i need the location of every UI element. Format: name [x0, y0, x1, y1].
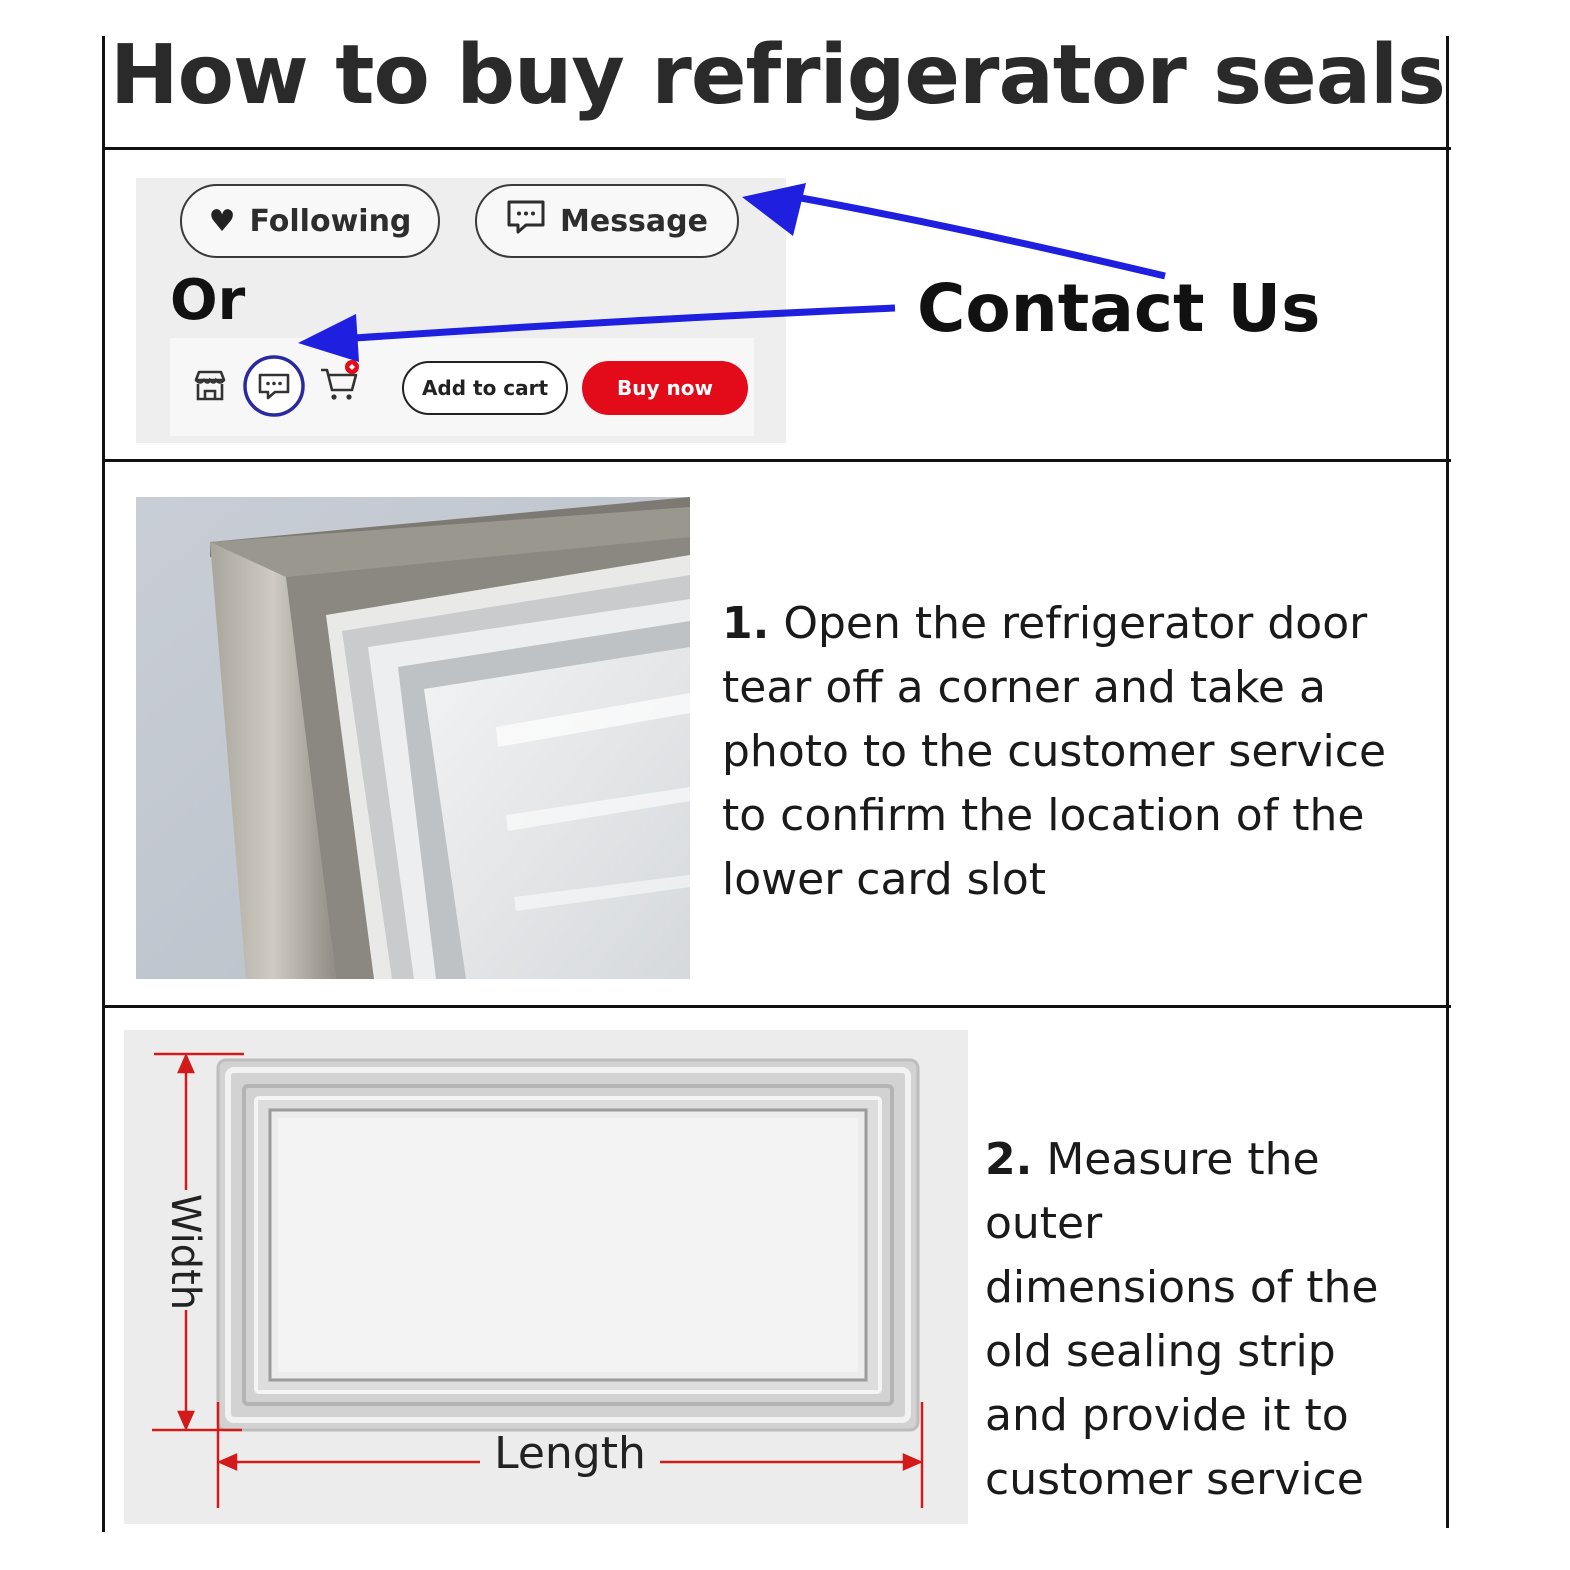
step-1-line-2: tear off a corner and take a: [722, 662, 1326, 713]
add-to-cart-button[interactable]: Add to cart: [402, 361, 568, 415]
arrow-to-chat: [298, 304, 896, 362]
step-2-line-3: old sealing strip: [985, 1326, 1336, 1377]
buy-now-button[interactable]: Buy now: [582, 361, 748, 415]
step-2-line-5: customer service: [985, 1454, 1364, 1505]
message-button[interactable]: Message: [475, 184, 739, 258]
step-1-line-5: lower card slot: [722, 854, 1046, 905]
step-1-line-4: to confirm the location of the: [722, 790, 1365, 841]
dimension-lines: [152, 1052, 924, 1508]
cart-icon[interactable]: [318, 358, 366, 408]
width-label: Width: [162, 1193, 208, 1311]
divider-2: [104, 459, 1451, 462]
step-1-line-1: 1. Open the refrigerator door: [722, 598, 1368, 649]
page-title: How to buy refrigerator seals: [110, 28, 1446, 123]
step-2-number: 2.: [985, 1134, 1033, 1185]
step-1-number: 1.: [722, 598, 770, 649]
heart-icon: ♥: [208, 203, 236, 239]
divider-1: [104, 147, 1451, 150]
step-2-line-4: and provide it to: [985, 1390, 1349, 1441]
following-label: Following: [249, 203, 412, 239]
divider-3: [104, 1005, 1451, 1008]
refrigerator-door-photo: [136, 497, 690, 979]
step-2-line-2: dimensions of the: [985, 1262, 1379, 1313]
step-2-line-1: 2. Measure the outer: [985, 1134, 1320, 1249]
length-label: Length: [494, 1428, 646, 1479]
frame-right-border: [1446, 36, 1449, 1528]
store-icon[interactable]: [192, 368, 228, 408]
following-button[interactable]: ♥ Following: [180, 184, 440, 258]
step-1-text: 1. Open the refrigerator door tear off a…: [722, 592, 1422, 912]
chat-icon[interactable]: [242, 354, 306, 422]
step-1-line-3: photo to the customer service: [722, 726, 1387, 777]
sealing-strip-photo: [124, 1030, 968, 1524]
arrow-to-message: [742, 183, 1166, 280]
frame-left-border: [102, 36, 105, 1532]
message-label: Message: [560, 203, 708, 239]
step-2-text: 2. Measure the outer dimensions of the o…: [985, 1128, 1445, 1512]
or-label: Or: [170, 268, 246, 333]
contact-us-label: Contact Us: [917, 270, 1321, 347]
chat-bubble-icon: [506, 199, 546, 243]
